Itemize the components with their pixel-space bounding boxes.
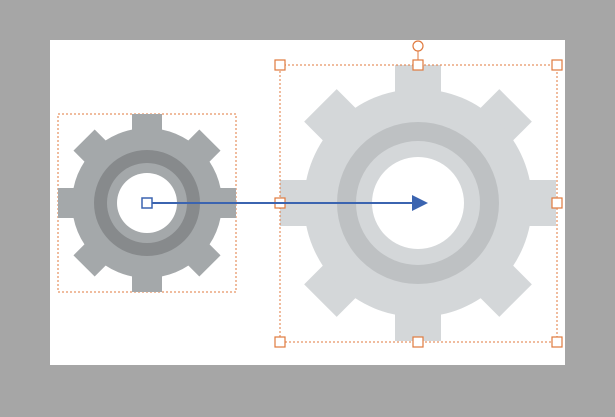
gear-icon-small[interactable] [58,114,236,292]
resize-handle-bottom-right[interactable] [551,336,563,348]
motion-path-start-handle[interactable] [141,197,153,209]
motion-path[interactable] [141,195,428,211]
resize-handle-top-left[interactable] [274,59,286,71]
motion-path-end-arrow[interactable] [412,195,428,211]
resize-handle-right[interactable] [551,197,563,209]
resize-handle-bottom-left[interactable] [274,336,286,348]
resize-handle-bottom[interactable] [412,336,424,348]
resize-handle-top[interactable] [412,59,424,71]
rotation-handle[interactable] [412,40,424,52]
resize-handle-top-right[interactable] [551,59,563,71]
